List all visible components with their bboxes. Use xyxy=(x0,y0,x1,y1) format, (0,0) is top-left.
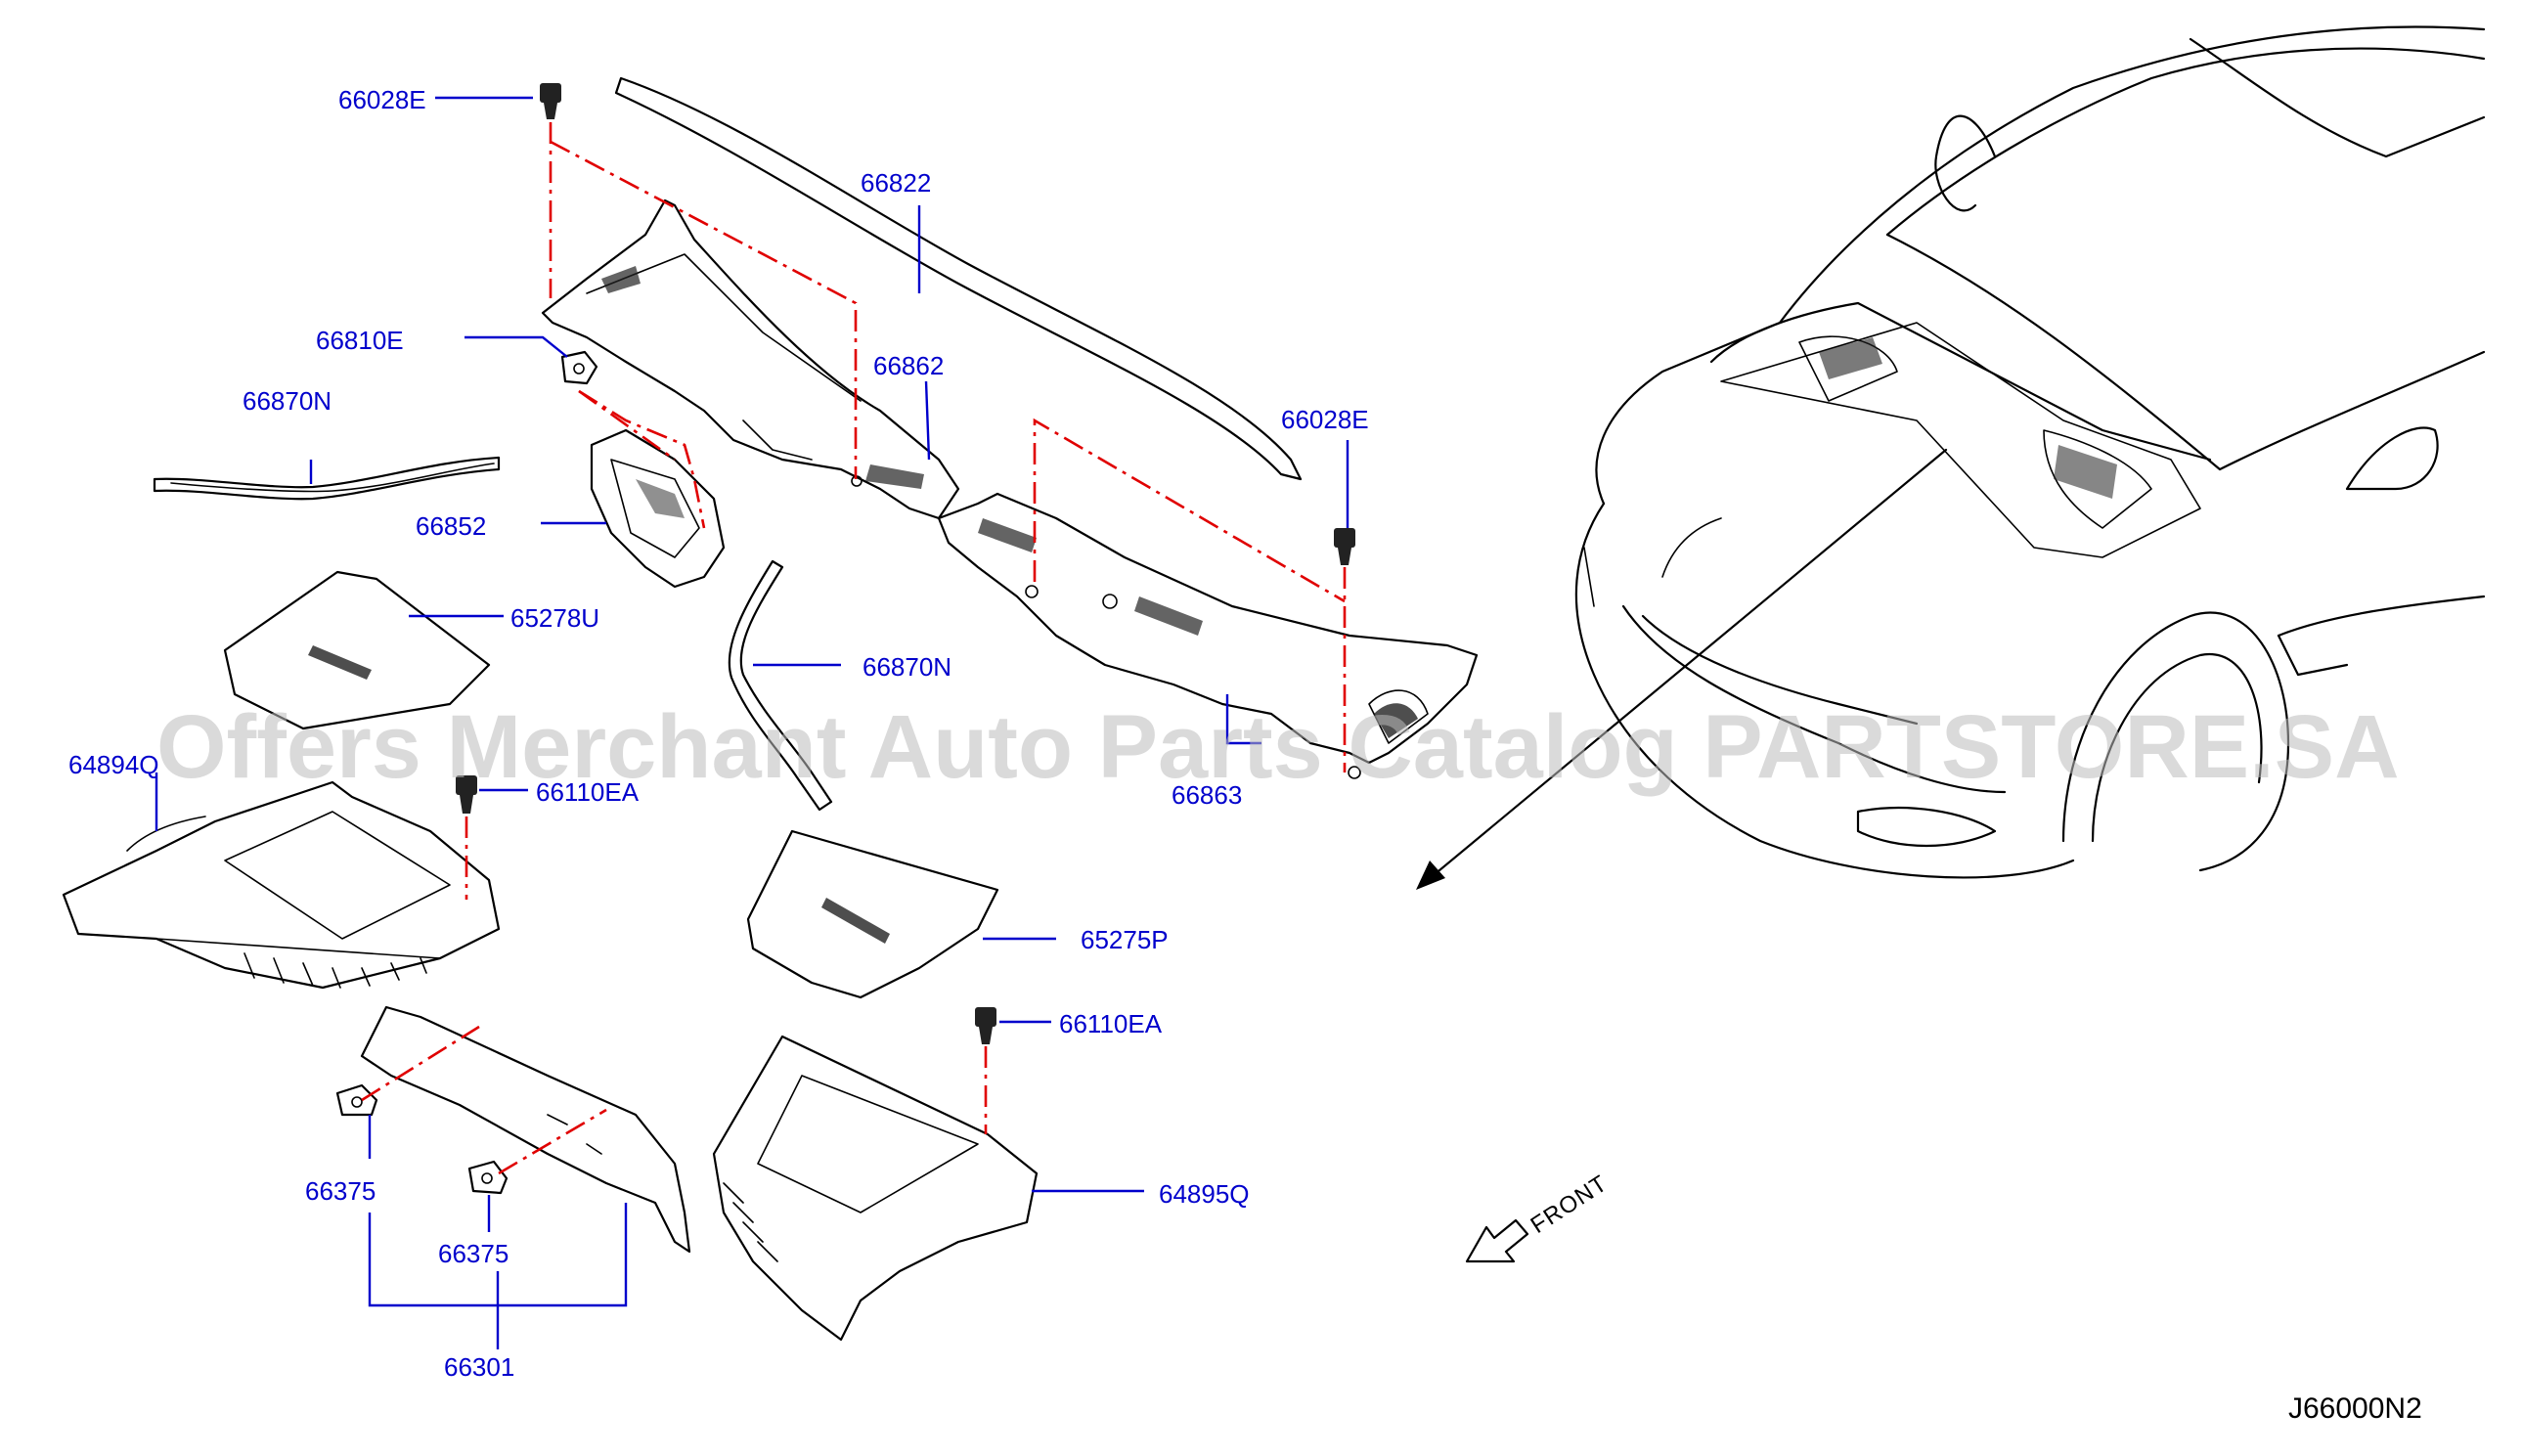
label-66852: 66852 xyxy=(416,511,486,541)
part-66852-bracket xyxy=(590,428,726,589)
fastener-66028e-right xyxy=(1334,528,1355,565)
pointer-arrow xyxy=(1416,448,1948,890)
label-66863: 66863 xyxy=(1172,780,1242,810)
part-66863-cowl-right xyxy=(937,492,1479,779)
part-66301-bracket xyxy=(360,1005,691,1254)
fastener-66028e-top xyxy=(540,83,561,119)
label-66028e-a: 66028E xyxy=(338,85,426,114)
part-66870n-strip-left xyxy=(153,456,501,501)
leader-lines xyxy=(155,96,1349,1349)
label-66375-b: 66375 xyxy=(438,1239,509,1268)
diagram-code: J66000N2 xyxy=(2288,1392,2422,1425)
front-indicator: FRONT xyxy=(1465,1170,1613,1263)
part-66822-seal xyxy=(614,76,1303,481)
label-65278u: 65278U xyxy=(510,603,599,633)
label-66375-a: 66375 xyxy=(305,1176,376,1206)
part-66375-clip-b xyxy=(467,1160,509,1195)
part-64894q-panel-left xyxy=(62,780,501,990)
label-66110ea-b: 66110EA xyxy=(1059,1009,1163,1038)
car-illustration xyxy=(1574,25,2486,879)
label-66810e: 66810E xyxy=(316,326,404,355)
label-66028e-b: 66028E xyxy=(1281,405,1369,434)
fastener-66110ea-b xyxy=(975,1007,996,1044)
fastener-66110ea-a xyxy=(456,775,477,814)
part-65275p-pad xyxy=(746,829,999,999)
label-66110ea-a: 66110EA xyxy=(536,777,640,807)
assembly-lines xyxy=(361,122,1347,1175)
label-66870n-b: 66870N xyxy=(863,652,951,682)
label-64895q: 64895Q xyxy=(1159,1179,1250,1209)
label-66822: 66822 xyxy=(861,168,931,198)
label-65275p: 65275P xyxy=(1081,925,1169,954)
part-66870n-strip-center xyxy=(728,559,833,812)
part-65278u-pad xyxy=(223,570,491,730)
label-66862: 66862 xyxy=(873,351,944,380)
watermark: Offers Merchant Auto Parts Catalog PARTS… xyxy=(156,697,2400,797)
part-66375-clip-a xyxy=(335,1083,378,1117)
fastener-66810e xyxy=(560,350,598,385)
front-label: FRONT xyxy=(1526,1170,1613,1239)
label-64894q: 64894Q xyxy=(68,750,159,779)
part-64895q-panel-right xyxy=(712,1035,1039,1342)
label-66301: 66301 xyxy=(444,1352,514,1382)
part-labels: 66028E 66822 66810E 66862 66870N 66028E … xyxy=(68,85,1369,1382)
label-66870n-a: 66870N xyxy=(243,386,332,416)
